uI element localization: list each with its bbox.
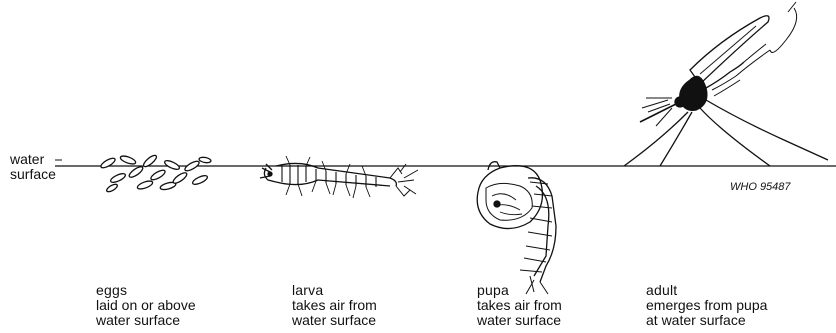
water-label-line1: water: [10, 152, 44, 166]
stage-name: eggs: [96, 283, 196, 298]
caption-pupa: pupa takes air from water surface: [477, 283, 562, 328]
stage-desc-line1: takes air from: [477, 298, 562, 313]
stage-name: adult: [646, 283, 767, 298]
water-label-line2: surface: [10, 167, 56, 181]
larva-illustration: [260, 156, 418, 198]
stage-name: larva: [292, 283, 377, 298]
stage-desc-line2: at water surface: [646, 313, 767, 328]
pupa-illustration: [477, 162, 556, 294]
caption-eggs: eggs laid on or above water surface: [96, 283, 196, 328]
caption-larva: larva takes air from water surface: [292, 283, 377, 328]
stage-desc-line1: takes air from: [292, 298, 377, 313]
caption-adult: adult emerges from pupa at water surface: [646, 283, 767, 328]
eggs-illustration: [100, 154, 212, 194]
stage-name: pupa: [477, 283, 562, 298]
stage-desc-line1: emerges from pupa: [646, 298, 767, 313]
stage-desc-line1: laid on or above: [96, 298, 196, 313]
stage-desc-line2: water surface: [292, 313, 377, 328]
stage-desc-line2: water surface: [477, 313, 562, 328]
stage-desc-line2: water surface: [96, 313, 196, 328]
adult-mosquito-illustration: [624, 2, 828, 166]
figure-code: WHO 95487: [730, 181, 791, 193]
